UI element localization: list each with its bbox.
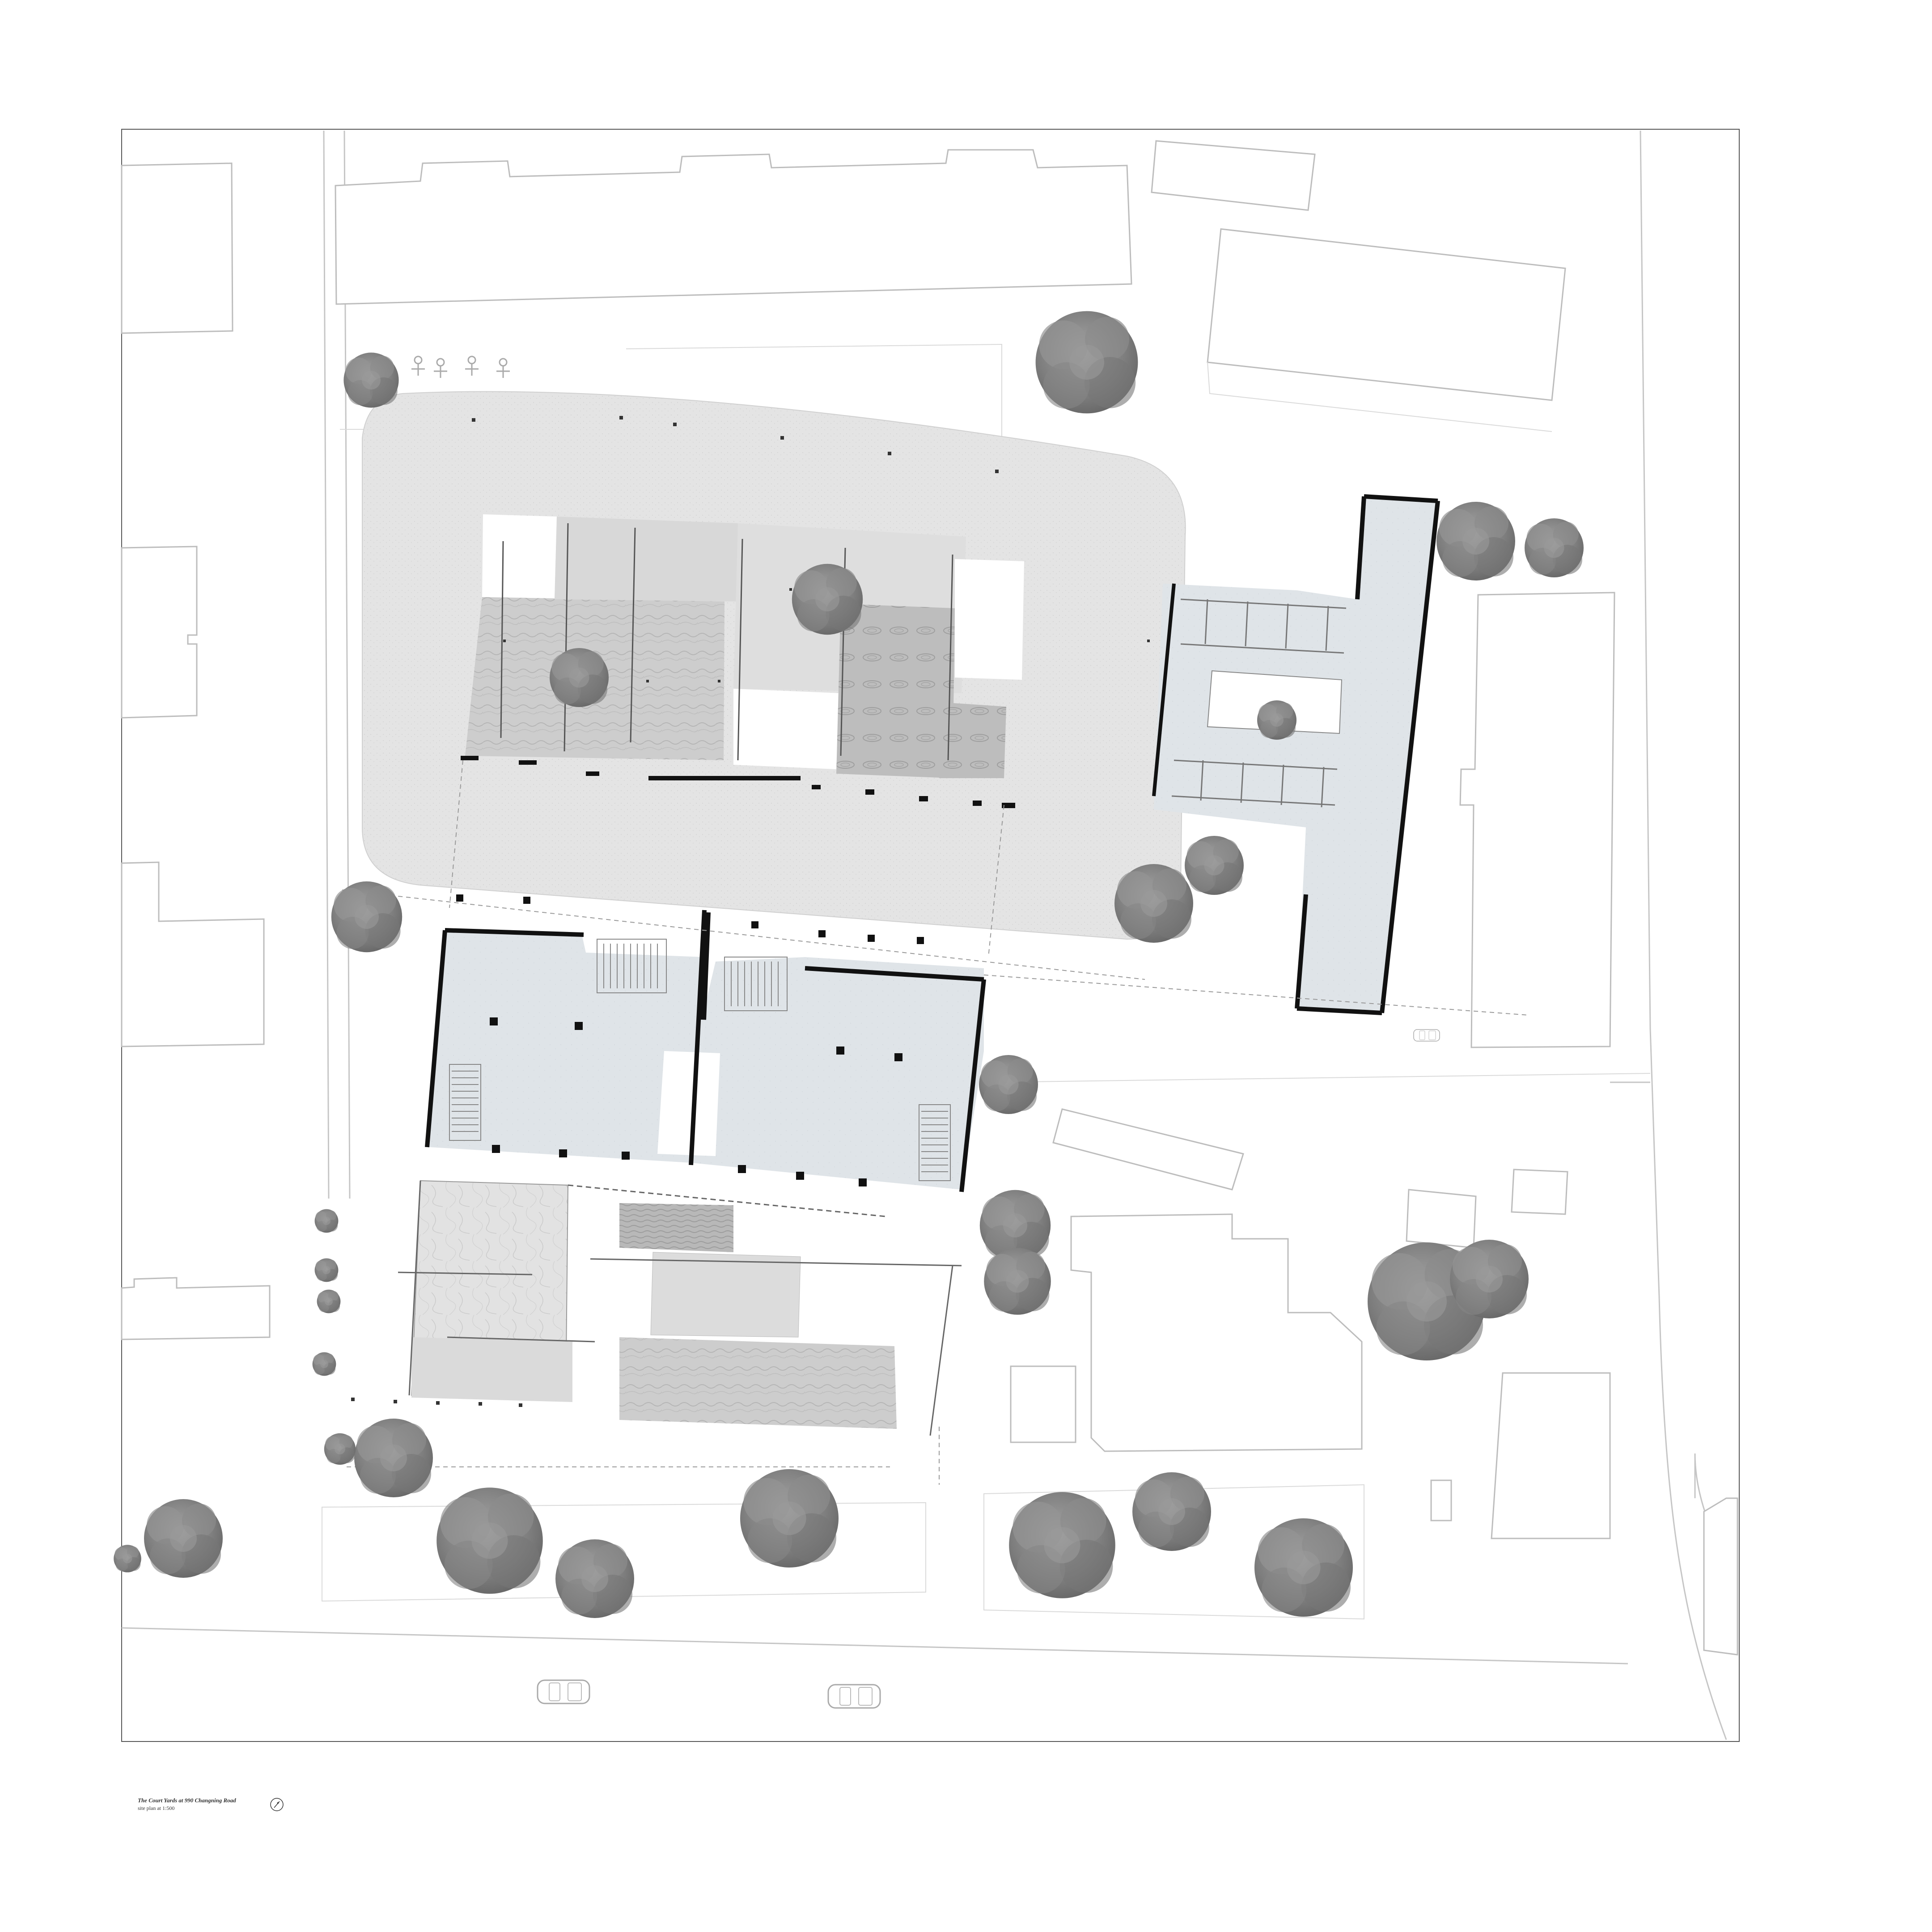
people bbox=[411, 356, 510, 378]
tree-canopy-icon bbox=[555, 1539, 634, 1618]
tree-canopy-icon bbox=[1132, 1472, 1211, 1551]
tree-canopy-icon bbox=[324, 1433, 356, 1465]
tree-canopy-icon bbox=[314, 1209, 339, 1233]
tree-canopy-icon bbox=[144, 1499, 223, 1578]
road-east-edge-west bbox=[1640, 130, 1727, 1740]
tree-canopy-icon bbox=[317, 1289, 341, 1313]
person-icon bbox=[434, 358, 447, 378]
building-southeast bbox=[1491, 1372, 1611, 1539]
building-west-2 bbox=[121, 861, 265, 1047]
tree-canopy-icon bbox=[331, 881, 402, 953]
building-northwest bbox=[121, 162, 233, 334]
courtyard-south-wall bbox=[461, 756, 1015, 808]
tree-canopy-icon bbox=[1436, 502, 1515, 580]
tree-canopy-icon bbox=[436, 1487, 543, 1594]
building-east-small-2 bbox=[1406, 1189, 1477, 1249]
car-icon bbox=[537, 1679, 590, 1704]
tree-canopy-icon bbox=[740, 1469, 839, 1568]
person-icon bbox=[496, 358, 510, 378]
building-northeast bbox=[1207, 228, 1566, 401]
lower-building-columns bbox=[456, 894, 924, 1186]
tree-canopy-icon bbox=[354, 1419, 433, 1497]
road-south-edge bbox=[121, 1627, 1628, 1665]
north-arrow-icon bbox=[270, 1798, 284, 1811]
tree-canopy-icon bbox=[312, 1352, 336, 1376]
tree-canopy-icon bbox=[1185, 836, 1244, 895]
tree-canopy-icon bbox=[1450, 1240, 1529, 1318]
east-l-building bbox=[1154, 496, 1438, 1013]
tree-canopy-icon bbox=[979, 1055, 1038, 1114]
building-west-1 bbox=[121, 546, 198, 719]
building-east-hall bbox=[691, 957, 984, 1190]
tree-canopy-icon bbox=[114, 1545, 141, 1572]
tree-canopy-icon bbox=[1009, 1492, 1115, 1598]
tree-canopy-icon bbox=[314, 1258, 339, 1282]
dashed-outlines bbox=[342, 760, 1530, 1485]
lane-west-b bbox=[343, 130, 351, 1199]
east-building-rooms bbox=[1171, 598, 1347, 808]
south-courtyard-columns bbox=[351, 1398, 522, 1407]
building-north-small bbox=[1151, 140, 1316, 211]
south-courtyard-surfaces bbox=[411, 1180, 897, 1429]
building-far-east-bottom bbox=[1703, 1497, 1738, 1656]
tree-canopy-icon bbox=[984, 1248, 1051, 1315]
person-icon bbox=[411, 356, 425, 376]
tree-canopy-icon bbox=[1254, 1518, 1353, 1617]
south-courtyard-lines bbox=[398, 1180, 962, 1436]
building-west-hall bbox=[429, 932, 707, 1163]
courtyard-surfaces bbox=[465, 514, 1024, 778]
lane-west-a bbox=[323, 130, 330, 1199]
building-east-lower-kiosk bbox=[1430, 1479, 1452, 1521]
tree-canopy-icon bbox=[792, 564, 863, 635]
tree-canopy-icon bbox=[1114, 864, 1193, 943]
drawing-scale: site plan at 1:500 bbox=[138, 1805, 175, 1811]
east-building-walls bbox=[1152, 494, 1440, 1015]
building-east-small-3 bbox=[1511, 1169, 1568, 1215]
building-west-3 bbox=[121, 1277, 271, 1340]
car-icon bbox=[827, 1684, 881, 1709]
site-boundaries bbox=[322, 343, 1651, 1620]
building-south-slab bbox=[1052, 1108, 1244, 1191]
tree-canopy-icon bbox=[1035, 311, 1138, 414]
car-icon bbox=[1414, 1030, 1440, 1041]
roads bbox=[121, 130, 1738, 1740]
building-north-long bbox=[335, 149, 1132, 305]
building-east-small-1 bbox=[1010, 1365, 1076, 1443]
tree-canopy-icon bbox=[343, 352, 399, 408]
building-east-middle bbox=[1070, 1213, 1363, 1452]
tree-canopy-icon bbox=[550, 648, 609, 707]
person-icon bbox=[465, 356, 479, 376]
tree-canopy-icon bbox=[1257, 700, 1296, 740]
drawing-title: The Court Yards at 990 Changning Road bbox=[138, 1797, 236, 1804]
central-lightwell bbox=[657, 1051, 720, 1156]
tree-canopy-icon bbox=[1525, 518, 1584, 577]
neighbour-buildings bbox=[121, 140, 1738, 1656]
drawing-caption: The Court Yards at 990 Changning Road si… bbox=[138, 1797, 236, 1812]
building-east-tall bbox=[1459, 592, 1615, 1048]
